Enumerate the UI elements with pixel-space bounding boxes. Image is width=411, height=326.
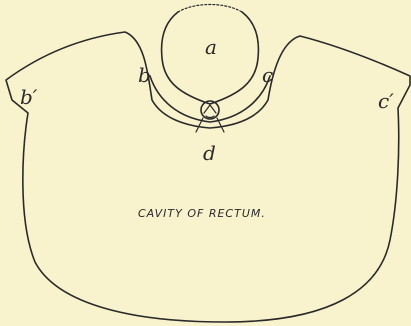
cavity-caption: CAVITY OF RECTUM. <box>138 207 266 220</box>
label-c-prime: c′ <box>378 89 394 113</box>
structure-d-inner-marks <box>204 105 216 118</box>
label-b: b <box>138 63 151 87</box>
label-d: d <box>203 141 216 165</box>
structure-a-dashed-top <box>178 5 242 13</box>
label-c: c <box>262 63 273 87</box>
label-b-prime: b′ <box>20 85 38 109</box>
rectum-cavity-outline <box>6 32 410 322</box>
label-a: a <box>205 35 217 59</box>
inner-fold-curve <box>150 76 270 122</box>
